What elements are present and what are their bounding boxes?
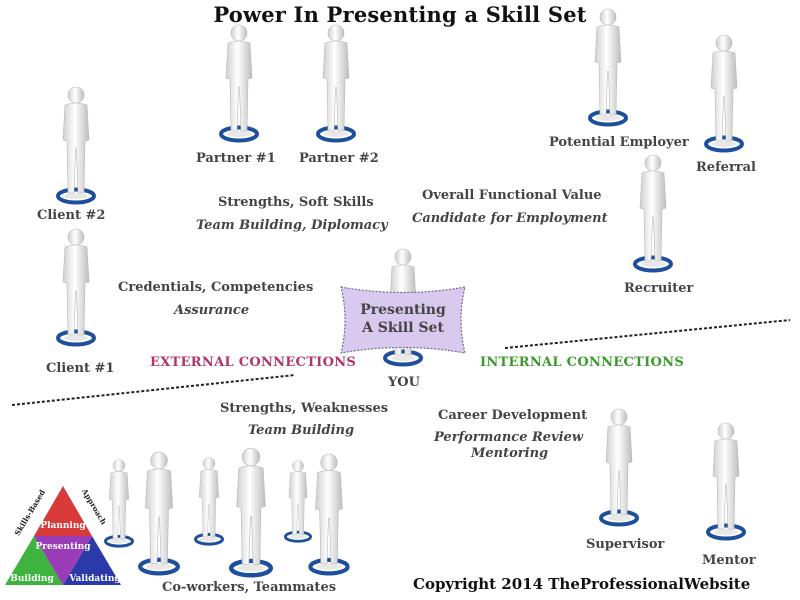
center-box-line2: A Skill Set — [362, 320, 444, 336]
external-connections-heading: EXTERNAL CONNECTIONS — [150, 355, 357, 370]
coworkers-label: Co-workers, Teammates — [162, 580, 337, 595]
referral-label: Referral — [696, 160, 756, 175]
team-building-text: Team Building — [248, 423, 355, 438]
client1-label: Client #1 — [46, 361, 115, 376]
potential-employer-label: Potential Employer — [549, 135, 689, 150]
mentoring-text: Mentoring — [471, 446, 549, 461]
copyright-notice: Copyright 2014 TheProfessionalWebsite — [413, 575, 751, 593]
logo-presenting-text: Presenting — [36, 542, 92, 552]
team-building-diplomacy-text: Team Building, Diplomacy — [196, 218, 388, 233]
you-label: YOU — [388, 375, 420, 390]
performance-review-text: Performance Review — [434, 430, 584, 445]
center-box — [340, 286, 466, 354]
strengths-weaknesses-text: Strengths, Weaknesses — [220, 401, 389, 416]
client2-label: Client #2 — [37, 208, 106, 223]
logo-building-text: Building — [10, 574, 54, 584]
recruiter-label: Recruiter — [624, 281, 694, 296]
partner2-label: Partner #2 — [299, 151, 379, 166]
logo-planning-text: Planning — [40, 521, 86, 531]
page-title: Power In Presenting a Skill Set — [213, 2, 587, 27]
skills-based-approach-logo: Planning Presenting Building Validating … — [5, 486, 121, 585]
partner1-label: Partner #1 — [196, 151, 276, 166]
center-box-line1: Presenting — [360, 302, 446, 318]
overall-functional-value-text: Overall Functional Value — [422, 188, 602, 203]
supervisor-label: Supervisor — [586, 537, 665, 552]
candidate-for-employment-text: Candidate for Employment — [412, 211, 608, 226]
logo-validating-text: Validating — [68, 574, 121, 584]
assurance-text: Assurance — [174, 303, 250, 318]
internal-connections-heading: INTERNAL CONNECTIONS — [480, 355, 685, 370]
credentials-competencies-text: Credentials, Competencies — [118, 280, 314, 295]
strengths-soft-skills-text: Strengths, Soft Skills — [218, 195, 374, 210]
career-development-text: Career Development — [438, 408, 588, 423]
mentor-label: Mentor — [702, 553, 756, 568]
